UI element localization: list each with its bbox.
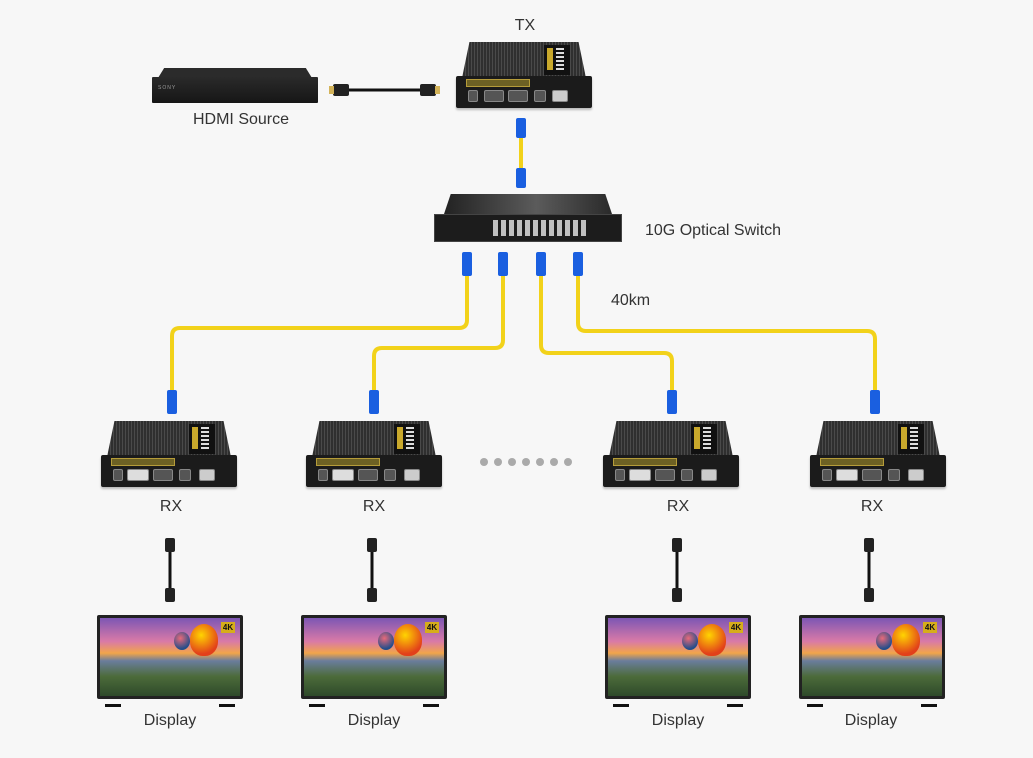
switch-label: 10G Optical Switch bbox=[645, 222, 782, 239]
connector-switch-3 bbox=[536, 252, 546, 276]
rx-label-4: RX bbox=[860, 498, 884, 515]
fiber-rx2 bbox=[372, 273, 505, 397]
rx-device-4 bbox=[810, 421, 946, 489]
more-receivers-ellipsis bbox=[480, 453, 578, 471]
connector-switch-1 bbox=[462, 252, 472, 276]
display-2: 4K bbox=[301, 615, 447, 707]
display-label-4: Display bbox=[844, 712, 898, 729]
optical-switch-device bbox=[434, 194, 622, 242]
hdmi-cable-source bbox=[329, 84, 440, 96]
hdmi-source-device: SONY bbox=[152, 68, 318, 104]
4k-badge: 4K bbox=[729, 622, 743, 633]
display-label-2: Display bbox=[347, 712, 401, 729]
display-label-3: Display bbox=[651, 712, 705, 729]
ellipsis-dot bbox=[480, 458, 488, 466]
connector-tx-bottom bbox=[516, 168, 526, 188]
distance-label: 40km bbox=[611, 292, 651, 309]
switch-ports bbox=[493, 220, 589, 236]
fiber-rx4 bbox=[576, 273, 877, 397]
display-1: 4K bbox=[97, 615, 243, 707]
rx-label-1: RX bbox=[159, 498, 183, 515]
4k-badge: 4K bbox=[425, 622, 439, 633]
tx-label: TX bbox=[514, 17, 536, 34]
ellipsis-dot bbox=[550, 458, 558, 466]
ellipsis-dot bbox=[494, 458, 502, 466]
rx-device-2 bbox=[306, 421, 442, 489]
connector-rx2 bbox=[369, 390, 379, 414]
connector-switch-4 bbox=[573, 252, 583, 276]
display-4: 4K bbox=[799, 615, 945, 707]
fiber-rx1 bbox=[170, 273, 469, 397]
connector-rx3 bbox=[667, 390, 677, 414]
ellipsis-dot bbox=[522, 458, 530, 466]
ellipsis-dot bbox=[508, 458, 516, 466]
4k-badge: 4K bbox=[221, 622, 235, 633]
display-3: 4K bbox=[605, 615, 751, 707]
connector-switch-2 bbox=[498, 252, 508, 276]
hdmi-logo-icon bbox=[544, 45, 570, 75]
4k-badge: 4K bbox=[923, 622, 937, 633]
rx-label-3: RX bbox=[666, 498, 690, 515]
tx-device bbox=[456, 42, 592, 110]
connector-rx1 bbox=[167, 390, 177, 414]
ellipsis-dot bbox=[564, 458, 572, 466]
hdmi-source-label: HDMI Source bbox=[192, 111, 290, 128]
fiber-rx3 bbox=[539, 273, 674, 397]
display-label-1: Display bbox=[143, 712, 197, 729]
rx-device-1 bbox=[101, 421, 237, 489]
rx-label-2: RX bbox=[362, 498, 386, 515]
rx-device-3 bbox=[603, 421, 739, 489]
ellipsis-dot bbox=[536, 458, 544, 466]
connector-rx4 bbox=[870, 390, 880, 414]
source-brand-logo: SONY bbox=[158, 85, 177, 91]
connector-tx-top bbox=[516, 118, 526, 138]
